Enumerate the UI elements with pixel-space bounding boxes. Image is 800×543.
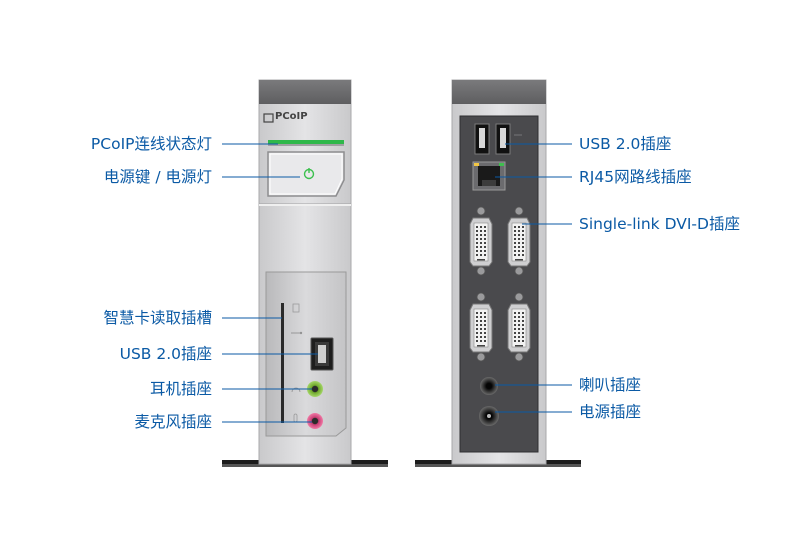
label-dvi: Single-link DVI-D插座 <box>579 215 740 233</box>
pcoip-logo-mark <box>263 113 274 123</box>
usb-icon <box>291 331 303 335</box>
rj45-port[interactable] <box>472 161 506 191</box>
label-smartcard-slot: 智慧卡读取插槽 <box>103 309 212 327</box>
pcoip-logo-text: PCoIP <box>275 111 308 122</box>
dvi-ports[interactable] <box>469 206 531 362</box>
label-power-jack: 电源插座 <box>579 403 642 421</box>
label-power-button-led: 电源键 / 电源灯 <box>103 168 212 186</box>
dvi-port[interactable] <box>469 206 493 276</box>
dvi-port[interactable] <box>507 292 531 362</box>
speaker-jack[interactable] <box>480 377 498 395</box>
front-unit <box>222 79 388 467</box>
power-icon <box>303 168 315 180</box>
headphone-jack[interactable] <box>307 381 323 397</box>
label-mic-jack: 麦克风插座 <box>134 413 212 431</box>
mic-jack[interactable] <box>307 413 323 429</box>
dvi-port[interactable] <box>507 206 531 276</box>
label-headphone-jack: 耳机插座 <box>149 380 212 398</box>
dvi-port[interactable] <box>469 292 493 362</box>
pcoip-led-bar <box>268 140 344 144</box>
label-rj45: RJ45网路线插座 <box>579 168 692 186</box>
smartcard-slot[interactable] <box>281 303 284 423</box>
leader-lines <box>222 143 572 423</box>
power-button[interactable] <box>267 151 345 197</box>
rear-top-cap <box>452 80 546 104</box>
label-speaker-jack: 喇叭插座 <box>579 376 642 394</box>
label-front-usb: USB 2.0插座 <box>119 345 212 363</box>
rear-usb-ports[interactable] <box>474 123 511 155</box>
headphone-icon <box>291 387 301 393</box>
label-rear-usb: USB 2.0插座 <box>579 135 672 153</box>
front-top-cap <box>259 80 351 104</box>
label-pcoip-led: PCoIP连线状态灯 <box>90 135 212 153</box>
smartcard-icon <box>292 303 300 313</box>
rear-unit <box>415 79 581 467</box>
